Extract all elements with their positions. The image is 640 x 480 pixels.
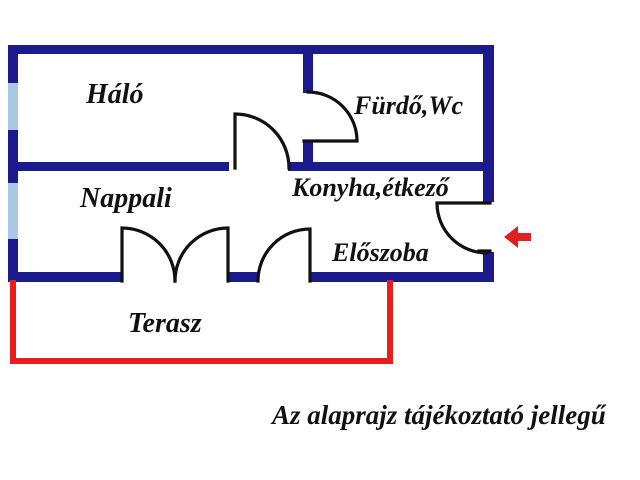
room-label-eloszoba: Előszoba	[332, 238, 429, 267]
window-halo	[8, 83, 18, 130]
window-nappali	[8, 183, 18, 239]
room-label-furdo-wc: Fürdő,Wc	[354, 91, 464, 120]
door-entrance	[435, 201, 492, 255]
wall-interior-vertical-lower	[303, 141, 313, 171]
doors	[120, 90, 492, 283]
disclaimer-text: Az alaprajz tájékoztató jellegű	[272, 400, 606, 430]
wall-left-lower	[8, 239, 18, 282]
door-single-terrace	[256, 227, 312, 283]
terrace-outline	[10, 280, 393, 364]
room-label-nappali: Nappali	[80, 183, 172, 214]
room-label-konyha-etkezo: Konyha,étkező	[292, 173, 449, 202]
door-double-left	[120, 226, 177, 283]
wall-bottom-middle	[228, 272, 258, 282]
wall-left-upper	[8, 45, 18, 83]
wall-bottom-left	[8, 272, 122, 282]
wall-interior-horizontal-right	[288, 162, 494, 171]
door-halo	[233, 112, 291, 170]
walls	[8, 45, 494, 282]
wall-right-upper	[483, 45, 494, 202]
wall-left-middle	[8, 130, 18, 183]
door-furdo	[302, 90, 359, 143]
wall-bottom-right	[310, 272, 494, 282]
wall-interior-horizontal-left	[8, 162, 229, 171]
wall-interior-vertical-upper	[303, 45, 313, 93]
entrance-arrow-icon	[504, 226, 531, 248]
door-double-right	[173, 226, 230, 283]
wall-top	[8, 45, 494, 54]
room-label-terasz: Terasz	[128, 308, 202, 339]
room-label-halo: Háló	[86, 79, 144, 110]
wall-right-lower	[483, 252, 494, 282]
